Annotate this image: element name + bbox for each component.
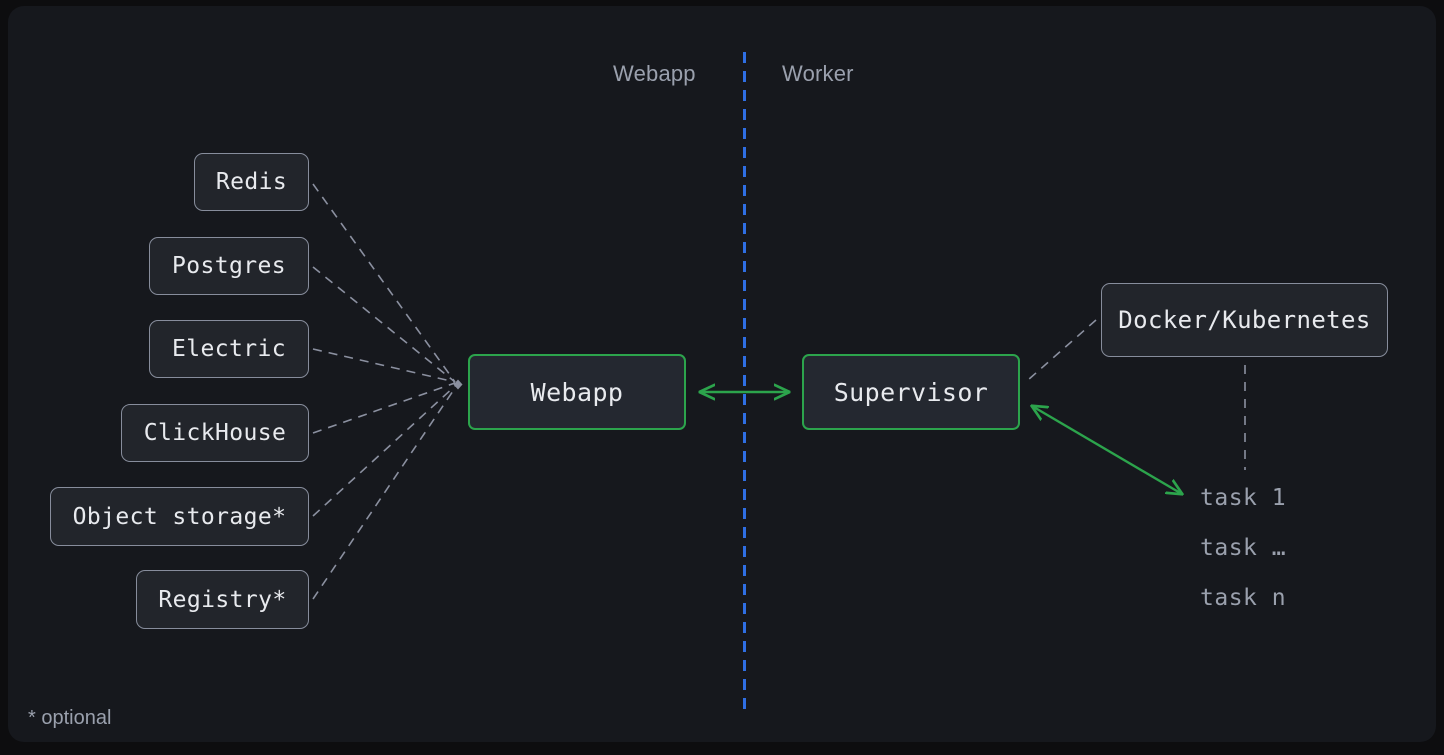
footnote-optional: * optional xyxy=(28,707,112,729)
node-electric[interactable]: Electric xyxy=(149,320,309,378)
task-label-ellipsis: task … xyxy=(1200,535,1287,561)
lane-label-worker: Worker xyxy=(782,61,854,86)
task-label-1: task 1 xyxy=(1200,485,1287,511)
node-webapp[interactable]: Webapp xyxy=(468,354,686,430)
node-docker-kubernetes[interactable]: Docker/Kubernetes xyxy=(1101,283,1388,357)
node-postgres[interactable]: Postgres xyxy=(149,237,309,295)
node-supervisor[interactable]: Supervisor xyxy=(802,354,1020,430)
task-label-n: task n xyxy=(1200,585,1287,611)
lane-label-webapp: Webapp xyxy=(613,61,696,86)
node-clickhouse[interactable]: ClickHouse xyxy=(121,404,309,462)
node-redis[interactable]: Redis xyxy=(194,153,309,211)
node-object-storage[interactable]: Object storage* xyxy=(50,487,309,546)
node-registry[interactable]: Registry* xyxy=(136,570,309,629)
